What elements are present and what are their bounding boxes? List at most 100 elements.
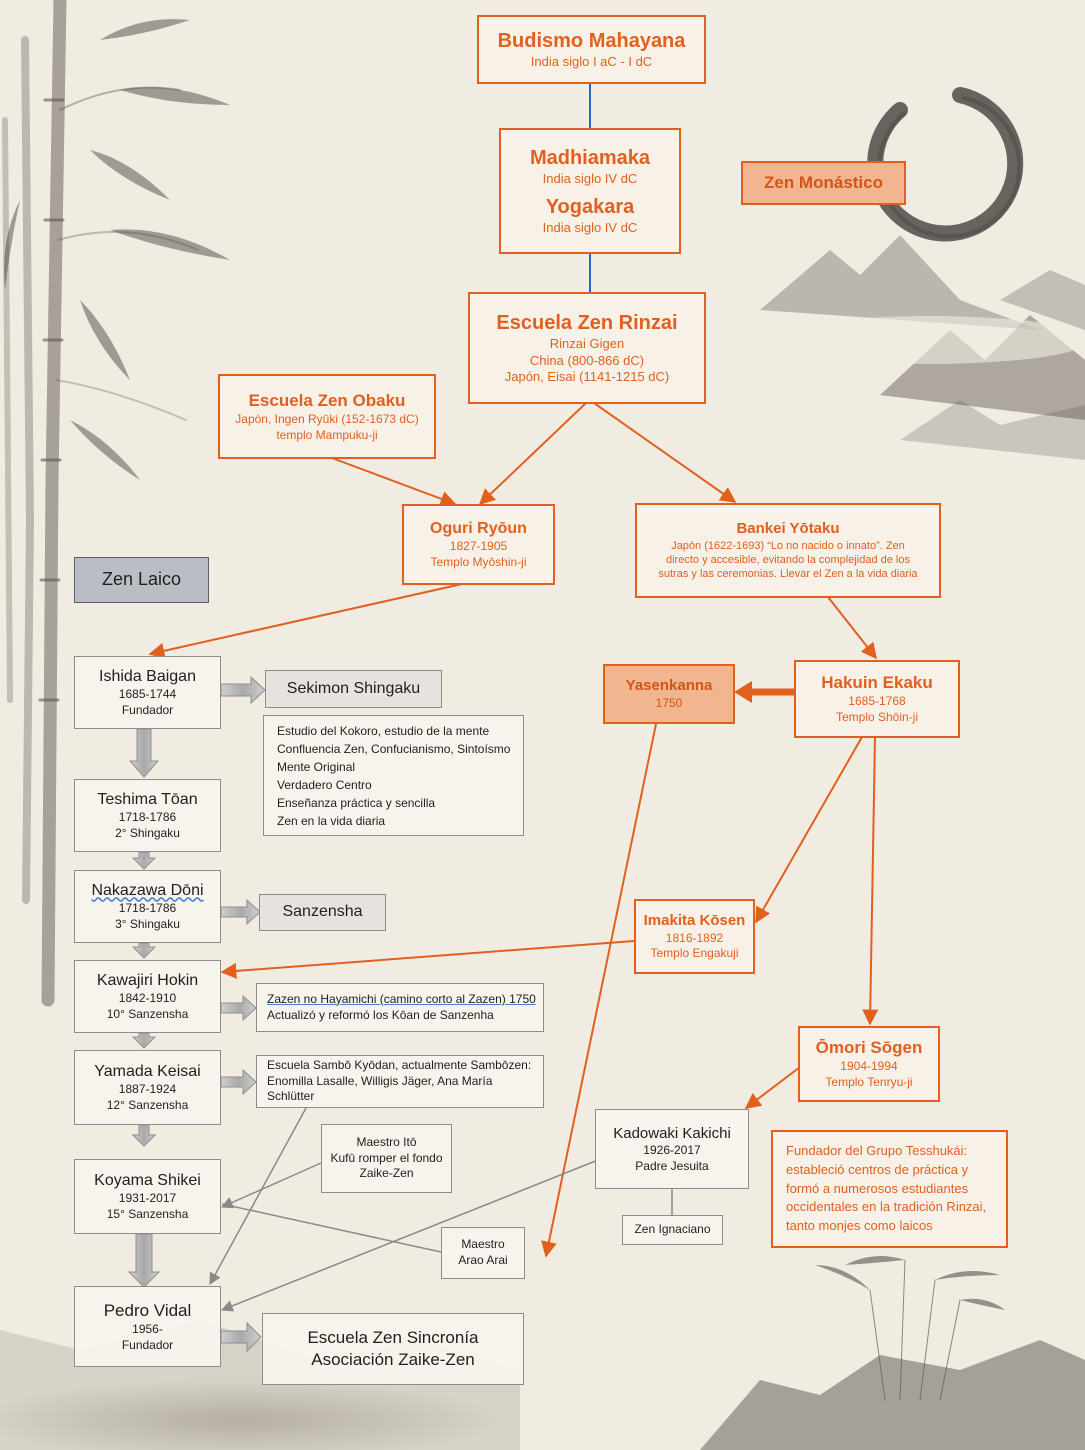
node-kawajiri-hokin: Kawajiri Hokin 1842-1910 10° Sanzensha	[74, 960, 221, 1033]
bush-icon	[869, 1259, 961, 1401]
node-title: Oguri Ryōun	[430, 519, 527, 537]
node-hakuin-ekaku: Hakuin Ekaku 1685-1768 Templo Shōin-ji	[794, 660, 960, 738]
node-title: Kadowaki Kakichi	[613, 1124, 731, 1142]
node-title: Escuela Zen Sincronía	[307, 1327, 479, 1347]
note-line: formó a numerosos estudiantes	[786, 1180, 969, 1196]
node-budismo-mahayana: Budismo Mahayana India siglo I aC - I dC	[477, 15, 706, 84]
note-line: estableció centros de práctica y	[786, 1161, 969, 1177]
node-title-text: Nakazawa Dōni	[91, 881, 204, 899]
node-line: 1887-1924	[118, 1082, 177, 1097]
node-line: 1816-1892	[665, 930, 724, 945]
node-title: Yamada Keisai	[94, 1062, 201, 1080]
note-line: Confluencia Zen, Confucianismo, Sintoísm…	[277, 741, 511, 756]
node-title: Koyama Shikei	[94, 1171, 201, 1189]
node-yamada-keisai: Yamada Keisai 1887-1924 12° Sanzensha	[74, 1050, 221, 1125]
node-line: 1685-1768	[848, 694, 906, 709]
node-escuela-zen-sincronia: Escuela Zen Sincronía Asociación Zaike-Z…	[262, 1313, 524, 1385]
node-escuela-zen-rinzai: Escuela Zen Rinzai Rinzai Gigen China (8…	[468, 292, 706, 404]
node-title: Sekimon Shingaku	[286, 679, 421, 697]
node-line: 1718-1786	[118, 901, 177, 916]
node-nakazawa-doni: Nakazawa Dōni 1718-1786 3° Shingaku	[74, 870, 221, 943]
node-kokoro-notes: Estudio del Kokoro, estudio de la mente …	[263, 715, 524, 836]
node-title-2: Asociación Zaike-Zen	[311, 1350, 475, 1369]
node-subtitle: India siglo IV dC	[542, 171, 638, 187]
node-line: Arao Arai	[458, 1253, 508, 1267]
node-oguri-ryoun: Oguri Ryōun 1827-1905 Templo Myōshin-ji	[402, 504, 555, 585]
node-maestro-arao-arai: Maestro Arao Arai	[441, 1227, 525, 1279]
node-line: 3° Shingaku	[115, 916, 180, 931]
node-line: Padre Jesuita	[635, 1158, 709, 1173]
note-line: Verdadero Centro	[277, 777, 372, 792]
node-title: Zen Ignaciano	[634, 1222, 711, 1237]
node-line: Fundador	[121, 702, 174, 717]
node-zen-ignaciano: Zen Ignaciano	[622, 1215, 723, 1245]
node-title: Kawajiri Hokin	[96, 971, 199, 989]
node-line: 15° Sanzensha	[106, 1206, 189, 1221]
node-escuela-zen-obaku: Escuela Zen Obaku Japón, Ingen Ryūki (15…	[218, 374, 436, 459]
note-line: tanto monjes como laicos	[786, 1218, 933, 1234]
node-title: Budismo Mahayana	[497, 30, 686, 53]
node-line: Zaike-Zen	[359, 1166, 414, 1181]
node-line: 1685-1744	[118, 687, 177, 702]
note-line: occidentales en la tradición Rinzai,	[786, 1199, 987, 1215]
node-line: Templo Engakuji	[650, 946, 739, 961]
node-teshima-toan: Teshima Tōan 1718-1786 2° Shingaku	[74, 779, 221, 852]
node-sambo-kyodan: Escuela Sambō Kyōdan, actualmente Sambōz…	[256, 1055, 544, 1108]
node-title: Escuela Zen Obaku	[248, 390, 406, 410]
node-line: 1956-	[132, 1321, 163, 1336]
node-title: Pedro Vidal	[103, 1300, 192, 1320]
node-line: 1842-1910	[118, 991, 177, 1006]
node-line: Templo Myōshin-ji	[430, 554, 527, 569]
node-title-2: Yogakara	[545, 196, 635, 218]
node-bankei-yotaku: Bankei Yōtaku Japón (1622-1693) “Lo no n…	[635, 503, 941, 598]
node-sanzensha: Sanzensha	[259, 894, 386, 931]
note-line: Mente Original	[277, 759, 356, 774]
node-title: Yasenkanna	[625, 677, 713, 695]
node-line: 1718-1786	[118, 810, 177, 825]
node-line: Japón, Eisai (1141-1215 dC)	[504, 369, 670, 385]
node-line: Fundador	[121, 1337, 174, 1352]
node-title: Sanzensha	[282, 903, 363, 921]
node-ishida-baigan: Ishida Baigan 1685-1744 Fundador	[74, 656, 221, 729]
node-line: Maestro Itō	[356, 1135, 417, 1150]
node-subtitle-2: India siglo IV dC	[542, 220, 638, 235]
node-pedro-vidal: Pedro Vidal 1956- Fundador	[74, 1286, 221, 1367]
node-maestro-ito: Maestro Itō Kufū romper el fondo Zaike-Z…	[321, 1124, 452, 1193]
node-line: Japón (1622-1693) “Lo no nacido o innato…	[671, 539, 905, 552]
node-title: Imakita Kōsen	[643, 912, 746, 930]
node-line: templo Mampuku-ji	[276, 427, 378, 442]
section-label: Zen Monástico	[763, 172, 883, 192]
node-subtitle: India siglo I aC - I dC	[530, 54, 653, 70]
note-line: Zen en la vida diaria	[277, 813, 386, 828]
note-line: Escuela Sambō Kyōdan, actualmente Sambōz…	[267, 1058, 532, 1073]
node-title: Bankei Yōtaku	[736, 520, 840, 538]
bamboo-icon	[2, 0, 199, 1007]
node-koyama-shikei: Koyama Shikei 1931-2017 15° Sanzensha	[74, 1159, 221, 1234]
node-line: Japón, Ingen Ryūki (152-1673 dC)	[235, 411, 419, 426]
node-line: sutras y las ceremonias. Llevar el Zen a…	[658, 568, 918, 581]
node-sekimon-shingaku: Sekimon Shingaku	[265, 670, 442, 708]
node-line: China (800-866 dC)	[529, 352, 645, 368]
node-title: Ōmori Sōgen	[815, 1038, 923, 1058]
node-yasenkanna: Yasenkanna 1750	[603, 664, 735, 724]
label-zen-laico: Zen Laico	[74, 557, 209, 603]
node-subtitle: 1750	[655, 695, 683, 710]
note-line: Enomilla Lasalle, Willigis Jäger, Ana Ma…	[267, 1073, 493, 1104]
node-line: Rinzai Gigen	[549, 335, 625, 351]
note-line: Actualizó y reformó los Kōan de Sanzenha	[267, 1007, 494, 1022]
node-title: Nakazawa Dōni	[91, 881, 203, 902]
node-line: Kufū romper el fondo	[330, 1150, 443, 1165]
node-kadowaki-kakichi: Kadowaki Kakichi 1926-2017 Padre Jesuita	[595, 1109, 749, 1189]
node-line: 1904-1994	[840, 1059, 898, 1074]
node-line: Templo Tenryu-ji	[825, 1075, 913, 1090]
node-line: 1931-2017	[118, 1191, 177, 1206]
node-title: Teshima Tōan	[97, 790, 198, 808]
node-madhiamaka-yogakara: Madhiamaka India siglo IV dC Yogakara In…	[499, 128, 681, 254]
note-line: Enseñanza práctica y sencilla	[277, 795, 436, 810]
node-title: Hakuin Ekaku	[821, 673, 933, 693]
note-line: Estudio del Kokoro, estudio de la mente	[277, 723, 490, 738]
node-title: Escuela Zen Rinzai	[496, 311, 678, 334]
note-line: Fundador del Grupo Tesshukái:	[786, 1142, 968, 1158]
node-title: Madhiamaka	[529, 147, 651, 170]
node-line: directo y accesible, evitando la complej…	[666, 554, 910, 567]
